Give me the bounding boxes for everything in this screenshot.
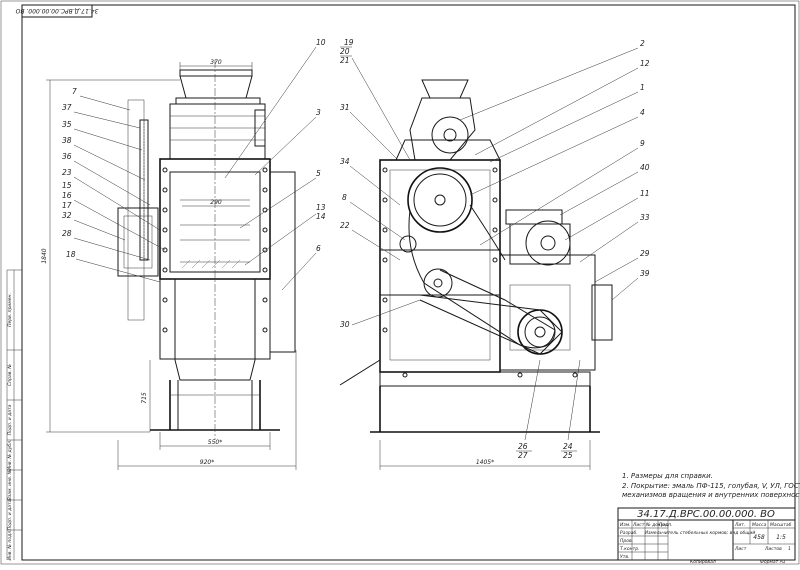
- row-izm: Изм.: [620, 522, 631, 528]
- dim-base-width: 550*: [208, 439, 222, 446]
- callout-38: 38: [62, 136, 72, 145]
- callout-26: 26: [518, 442, 528, 451]
- callout-27: 27: [518, 451, 528, 460]
- copied-label: Копировал: [690, 559, 716, 565]
- front-callouts-left: 7 37 35 38 36 23 15 16 17 32 28 18: [62, 87, 166, 283]
- callout-9: 9: [640, 139, 645, 148]
- dim-height: 1840: [41, 248, 48, 263]
- scale-head: Масштаб: [770, 522, 792, 528]
- dim-leg-height: 715: [141, 392, 148, 404]
- stamp-7: Инв. № подл.: [7, 529, 13, 560]
- callout-30: 30: [340, 320, 350, 329]
- side-view: [339, 79, 613, 433]
- mass-head: Масса: [752, 522, 767, 528]
- note-2: 2. Покрытие: эмаль ПФ-115, голубая, V, У…: [622, 482, 800, 490]
- lit-head: Лит.: [734, 522, 745, 528]
- sheets-label: Листов: [764, 546, 782, 552]
- drawing-code: 34.17.Д.ВРС.00.00.000. ВО: [637, 509, 775, 520]
- front-view: [117, 60, 296, 440]
- stamp-2: Справ. №: [7, 364, 13, 386]
- rotated-code-box: 34.17.Д.ВРС.00.00.000. ВО: [15, 4, 98, 18]
- front-callouts-center: 10 3 5 13 14 6: [224, 38, 326, 291]
- callout-4: 4: [640, 108, 645, 117]
- callout-3: 3: [316, 108, 321, 117]
- callout-8: 8: [342, 193, 347, 202]
- side-callouts-right: 2 12 1 4 9 40 11 33 29 39: [459, 39, 650, 301]
- callout-13: 13: [316, 203, 326, 212]
- front-dimensions: 370 290 550* 920* 1840 715: [41, 59, 297, 470]
- callout-18: 18: [66, 250, 76, 259]
- callout-31: 31: [340, 103, 350, 112]
- callout-35: 35: [62, 120, 72, 129]
- callout-40: 40: [640, 163, 650, 172]
- callout-6: 6: [316, 244, 321, 253]
- side-bolts: [382, 167, 578, 378]
- callout-16: 16: [62, 191, 72, 200]
- callout-11: 11: [640, 189, 650, 198]
- callout-19: 19: [344, 38, 354, 47]
- callout-36: 36: [62, 152, 72, 161]
- note-1: 1. Размеры для справки.: [622, 472, 713, 480]
- front-bolts: [162, 167, 268, 333]
- callout-24: 24: [563, 442, 573, 451]
- callout-17: 17: [62, 201, 72, 210]
- side-callouts-left: 19 20 21 31 34 8 22 30: [340, 38, 421, 329]
- callout-34: 34: [340, 157, 350, 166]
- callout-20: 20: [340, 47, 350, 56]
- row-tkontr: Т.контр.: [620, 546, 640, 552]
- dim-top-width: 370: [210, 59, 222, 66]
- technical-notes: 1. Размеры для справки. 2. Покрытие: эма…: [622, 472, 800, 499]
- scale-value: 1:5: [776, 534, 786, 541]
- callout-12: 12: [640, 59, 650, 68]
- drawing-frame: [21, 4, 796, 561]
- title-note: Измельчитель стебельных кормов; вид общи…: [645, 530, 756, 536]
- dim-total-width-left: 920*: [200, 459, 214, 466]
- rotated-code: 34.17.Д.ВРС.00.00.000. ВО: [15, 7, 98, 14]
- sheet-count: 1: [788, 546, 791, 552]
- row-doc: № докум.: [645, 522, 668, 528]
- callout-14: 14: [316, 212, 326, 221]
- note-3: механизмов вращения и внутренних поверхн…: [622, 491, 800, 499]
- mass-value: 458: [753, 534, 765, 541]
- row-list: Лист: [632, 522, 645, 528]
- callout-29: 29: [640, 249, 650, 258]
- dim-total-width-right: 1405*: [476, 459, 494, 466]
- sheet-label: Лист: [734, 546, 747, 552]
- row-podp: Подп.: [659, 522, 673, 528]
- stamp-3: Подп. и дата: [7, 404, 13, 435]
- side-dimensions: 1405*: [379, 440, 591, 470]
- title-block: 34.17.Д.ВРС.00.00.000. ВО Измельчитель с…: [617, 507, 796, 561]
- callout-32: 32: [62, 211, 72, 220]
- callout-25: 25: [563, 451, 573, 460]
- row-prov: Пров.: [620, 538, 633, 544]
- format-label: Формат А1: [760, 559, 786, 565]
- dim-inner-width: 290: [210, 199, 222, 206]
- stamp-4: Инв. № дубл.: [7, 440, 13, 471]
- callout-7: 7: [72, 87, 77, 96]
- callout-37: 37: [62, 103, 72, 112]
- callout-21: 21: [340, 56, 350, 65]
- callout-5: 5: [316, 169, 321, 178]
- callout-2: 2: [640, 39, 645, 48]
- callout-39: 39: [640, 269, 650, 278]
- callout-22: 22: [340, 221, 350, 230]
- side-callouts-bottom: 26 27 24 25: [516, 359, 581, 460]
- callout-10: 10: [316, 38, 326, 47]
- stamp-6: Подп. и дата: [7, 499, 13, 530]
- callout-23: 23: [62, 168, 72, 177]
- stamp-1: Перв. примен.: [7, 293, 13, 327]
- callout-33: 33: [640, 213, 650, 222]
- row-utv: Утв.: [620, 554, 629, 560]
- stamp-5: Взам. инв. №: [7, 469, 13, 500]
- callout-28: 28: [62, 229, 72, 238]
- side-stamp: Перв. примен. Справ. № Подп. и дата Инв.…: [6, 269, 22, 561]
- row-razrab: Разраб.: [620, 530, 638, 536]
- callout-15: 15: [62, 181, 72, 190]
- callout-1: 1: [640, 83, 645, 92]
